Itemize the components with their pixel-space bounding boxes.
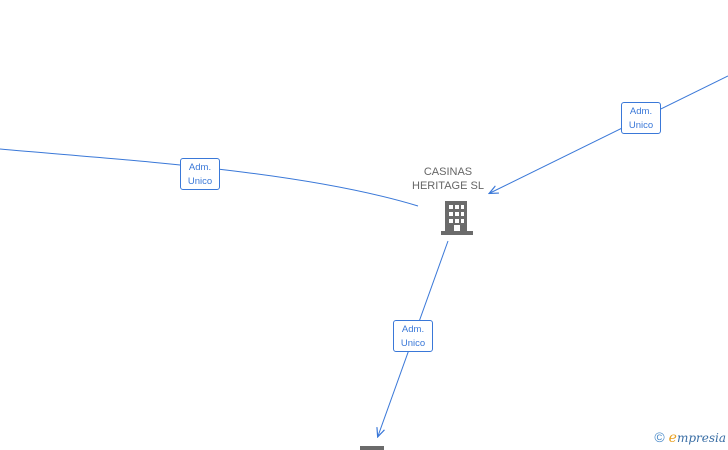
copyright-symbol: © <box>654 429 665 445</box>
edge-label-line1: Adm. <box>629 106 653 117</box>
brand-watermark: ©empresia <box>654 429 726 446</box>
edge-label-line2: Unico <box>187 176 213 187</box>
building-icon[interactable] <box>441 201 473 235</box>
company-name-line2: HERITAGE SL <box>412 180 484 192</box>
brand-logo-letter: e <box>668 430 677 446</box>
edge-label-line2: Unico <box>628 120 654 131</box>
brand-logo-text: mpresia <box>676 431 726 445</box>
edge-label-bottom[interactable]: Adm. Unico <box>393 320 433 352</box>
edge-label-line2: Unico <box>400 338 426 349</box>
building-icon[interactable] <box>360 446 384 450</box>
company-name-line1: CASINAS <box>423 166 473 178</box>
edge-label-left[interactable]: Adm. Unico <box>180 158 220 190</box>
company-node-label[interactable]: CASINAS HERITAGE SL <box>408 165 488 193</box>
edge-label-line1: Adm. <box>188 162 212 173</box>
edge-label-line1: Adm. <box>401 324 425 335</box>
edge-label-top-right[interactable]: Adm. Unico <box>621 102 661 134</box>
edge-top-right <box>490 75 728 193</box>
